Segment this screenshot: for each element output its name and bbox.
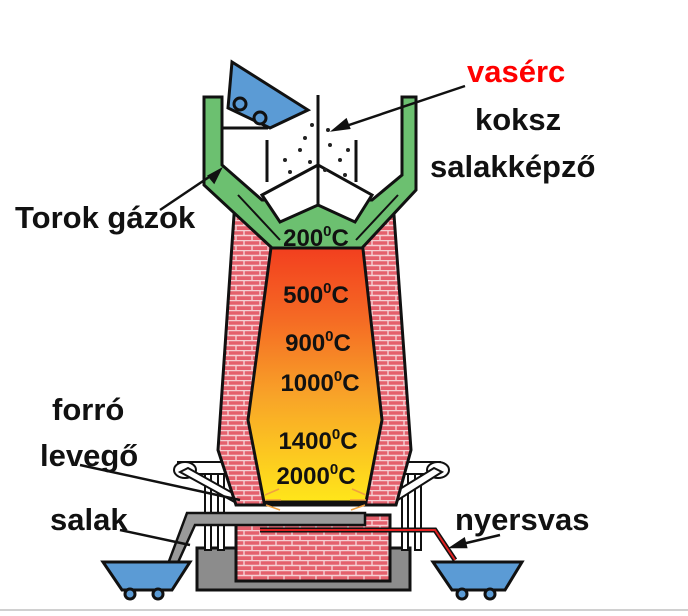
temperature-labels: 2000C 5000C 9000C 10000C 14000C 20000C bbox=[276, 223, 359, 490]
skip-car bbox=[222, 59, 312, 130]
temp-900: 9000C bbox=[285, 328, 351, 357]
label-hot-air-2: levegő bbox=[40, 438, 138, 473]
label-pig-iron: nyersvas bbox=[455, 502, 589, 537]
ore-charge bbox=[283, 123, 350, 177]
pointer-lines bbox=[79, 84, 501, 549]
label-top-gases: Torok gázok bbox=[15, 200, 196, 235]
tuyere-sparks bbox=[264, 488, 367, 511]
slag-cart bbox=[100, 560, 193, 601]
temp-1400: 14000C bbox=[278, 426, 357, 455]
temp-2000: 20000C bbox=[276, 461, 355, 490]
charging-bell bbox=[259, 95, 375, 224]
label-slag: salak bbox=[50, 502, 128, 537]
temp-1000: 10000C bbox=[280, 368, 359, 397]
label-iron-ore: vasérc bbox=[467, 54, 565, 89]
label-hot-air-1: forró bbox=[52, 392, 124, 427]
label-flux: salakképző bbox=[430, 149, 595, 184]
iron-cart bbox=[430, 560, 525, 601]
temp-500: 5000C bbox=[283, 280, 349, 309]
label-coke: koksz bbox=[475, 102, 561, 137]
temp-200: 2000C bbox=[283, 223, 349, 252]
